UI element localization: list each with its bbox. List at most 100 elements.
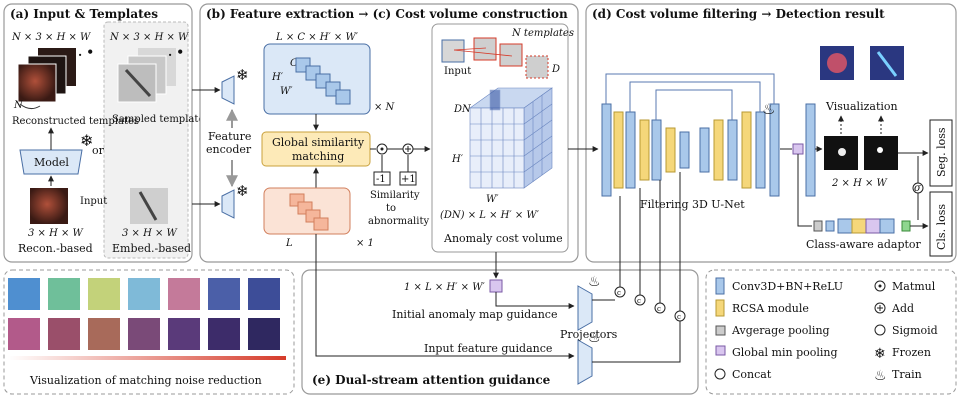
recon-dims-top: N × 3 × H × W	[11, 32, 91, 43]
skip-2	[629, 81, 761, 112]
class-aware-label: Class-aware adaptor	[806, 238, 922, 251]
noise-reduction-row-hazelnut	[8, 318, 280, 350]
legend-train: Train	[892, 368, 922, 381]
guidance-map-block	[489, 279, 503, 293]
legend-avg: Avgerage pooling	[731, 324, 830, 337]
concat-nodes	[614, 286, 686, 322]
legend-rcsa-swatch	[715, 299, 725, 317]
skip-3	[655, 89, 733, 120]
legend-min: Global min pooling	[732, 346, 838, 359]
projector-top	[577, 285, 593, 331]
plus-one: +1	[401, 174, 416, 185]
vis-screw-heat	[876, 51, 898, 77]
embed-dims-bottom: 3 × H × W	[122, 228, 178, 239]
out-dims: 2 × H × W	[831, 178, 888, 189]
vis-hazelnut-heat	[827, 53, 847, 73]
legend-frozen-icon: ❄	[874, 346, 886, 362]
cls-loss: Cls. loss	[935, 204, 948, 250]
add-cross	[405, 146, 411, 152]
legend-sigmoid: Sigmoid	[892, 324, 938, 337]
output-conv	[805, 103, 816, 197]
seg-map-2-spot	[877, 147, 883, 153]
model-block	[19, 149, 83, 175]
frozen-icon: ❄	[80, 131, 93, 150]
projector-to-concat	[592, 299, 681, 363]
n-label: N	[13, 100, 24, 111]
l-label: L	[285, 238, 293, 249]
legend-concat: Concat	[732, 368, 772, 381]
or-label: or	[92, 144, 105, 157]
volume-dims: (DN) × L × H′ × W′	[440, 210, 540, 221]
seg-map-1-spot	[838, 148, 846, 156]
sampled-caption: Sampled templates	[112, 114, 209, 125]
times-1: × 1	[356, 238, 374, 249]
legend-add-cross	[877, 305, 883, 311]
legend-sigmoid-icon	[874, 324, 886, 336]
legend-matmul: Matmul	[892, 280, 936, 293]
initial-guidance: Initial anomaly map guidance	[392, 308, 557, 321]
min-pool-block	[792, 143, 804, 155]
input-guidance-arrow	[315, 234, 575, 359]
wp-label: W′	[486, 194, 499, 205]
sim-to-abn-3: abnormality	[368, 216, 429, 227]
svg-text:c: c	[617, 289, 621, 297]
input-small-label: Input	[444, 66, 471, 77]
visualization-label: Visualization	[825, 100, 898, 113]
filtering-unet: Filtering 3D U-Net	[640, 198, 745, 211]
visual-caption: Visualization of matching noise reductio…	[29, 374, 262, 387]
hp-label: H′	[451, 154, 464, 165]
feature-encoder-bottom	[221, 189, 235, 219]
feature-encoder-label-2: encoder	[206, 143, 252, 156]
minus-one: -1	[376, 174, 386, 185]
dn-label: DN	[453, 104, 472, 115]
embed-based-label: Embed.-based	[112, 242, 191, 255]
template-feature-steps	[295, 57, 351, 105]
n-templates: N templates	[511, 28, 574, 39]
legend-conv-swatch	[715, 277, 725, 295]
svg-text:c: c	[637, 297, 641, 305]
frozen-icon-top: ❄	[236, 66, 249, 84]
legend-avg-swatch	[715, 325, 726, 336]
template-thumb-3	[525, 55, 549, 79]
feature-encoder-top	[221, 75, 235, 105]
global-similarity-label-1: Global similarity	[272, 136, 365, 149]
train-icon-proj-bottom: ♨	[588, 330, 601, 346]
projector-bottom	[577, 339, 593, 385]
concat-marks: c c c c	[617, 289, 681, 321]
h-label: H′	[271, 72, 284, 83]
panel-bc-title: (b) Feature extraction → (c) Cost volume…	[206, 7, 568, 21]
train-icon-unet: ♨	[762, 100, 775, 118]
noise-reduction-row-screw	[8, 278, 280, 310]
input-feature-steps	[289, 193, 329, 231]
seg-loss: Seg. loss	[935, 127, 948, 177]
stack-dots: . •	[78, 45, 94, 59]
sim-to-abn-2: to	[386, 203, 396, 214]
legend-conv: Conv3D+BN+ReLU	[732, 280, 843, 293]
skip-1	[605, 73, 775, 104]
legend-min-swatch	[715, 345, 726, 356]
panel-d-title: (d) Cost volume filtering → Detection re…	[592, 7, 885, 21]
seg-loss-box	[929, 119, 953, 187]
sigma-mark: σ	[914, 183, 922, 194]
legend-concat-icon	[714, 368, 726, 380]
panel-e-title: (e) Dual-stream attention guidance	[312, 373, 551, 387]
seg-map-2	[864, 136, 898, 170]
n-brace	[19, 103, 41, 110]
panel-e-frame	[301, 269, 699, 395]
legend-frozen: Frozen	[892, 346, 931, 359]
match-line-1	[453, 47, 487, 51]
initial-guidance-arrow	[495, 292, 575, 309]
panel-a-title: (a) Input & Templates	[10, 7, 158, 21]
cls-loss-box	[929, 191, 953, 257]
input-guidance: Input feature guidance	[424, 342, 552, 355]
map-dims: 1 × L × H′ × W′	[404, 282, 485, 293]
screw-icon	[124, 68, 152, 98]
template-thumb-1	[473, 37, 497, 61]
times-n: × N	[374, 102, 396, 113]
sim-to-abn-1: Similarity	[370, 190, 420, 201]
model-label: Model	[34, 156, 69, 169]
c-label: C	[290, 58, 298, 69]
cost-volume-cube	[469, 87, 553, 189]
class-aware-adaptor-blocks	[813, 218, 911, 234]
